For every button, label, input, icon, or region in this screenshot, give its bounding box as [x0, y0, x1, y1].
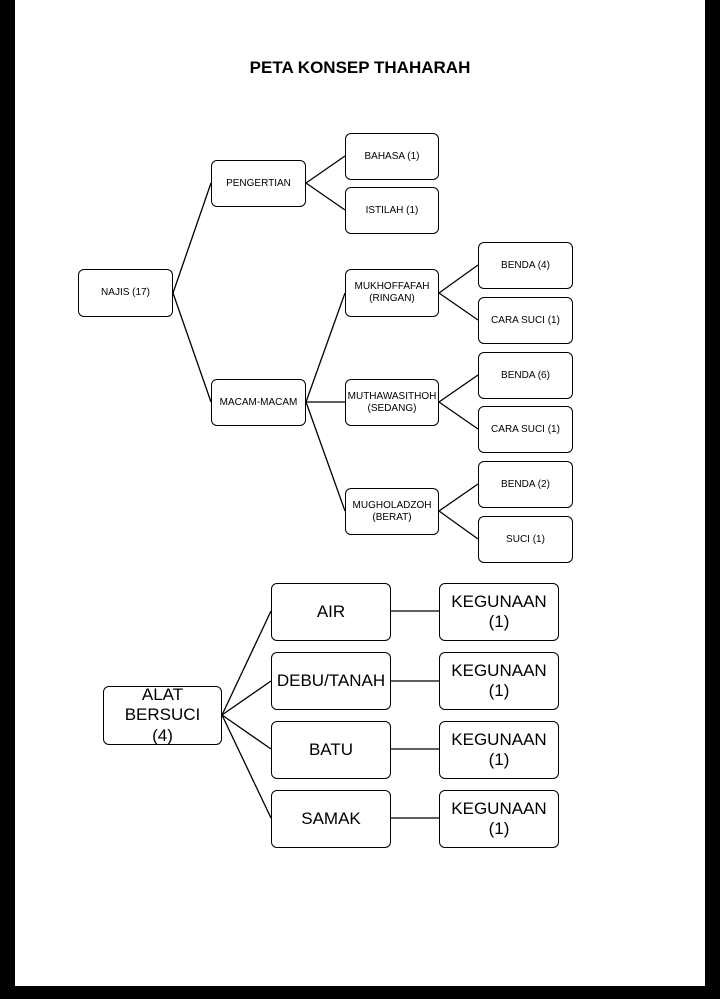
link-pengertian-istilah — [305, 182, 346, 211]
node-mugholadzoh-benda: BENDA (2) — [478, 461, 573, 508]
link-alat-batu — [221, 714, 272, 750]
node-batu: BATU — [271, 721, 391, 779]
node-mukhoffafah-benda: BENDA (4) — [478, 242, 573, 289]
node-bahasa: BAHASA (1) — [345, 133, 439, 180]
node-samak: SAMAK — [271, 790, 391, 848]
node-air: AIR — [271, 583, 391, 641]
node-mugholadzoh-suci: SUCI (1) — [478, 516, 573, 563]
node-air-kegunaan: KEGUNAAN (1) — [439, 583, 559, 641]
node-macam-macam: MACAM-MACAM — [211, 379, 306, 426]
diagram-title: PETA KONSEP THAHARAH — [249, 58, 471, 77]
node-mukhoffafah: MUKHOFFAFAH (RINGAN) — [345, 269, 439, 317]
link-macam-mukhoffafah — [305, 292, 346, 403]
link-muth-benda — [438, 374, 479, 403]
link-najis-pengertian — [172, 182, 212, 294]
link-macam-mugholadzoh — [305, 401, 346, 512]
link-mukh-benda — [438, 264, 479, 294]
node-mukhoffafah-cara-suci: CARA SUCI (1) — [478, 297, 573, 344]
link-najis-macam — [172, 292, 212, 403]
link-mugh-suci — [438, 510, 479, 540]
node-batu-kegunaan: KEGUNAAN (1) — [439, 721, 559, 779]
link-mugh-benda — [438, 483, 479, 512]
node-alat-bersuci: ALAT BERSUCI (4) — [103, 685, 222, 745]
link-pengertian-bahasa — [305, 155, 346, 184]
link-mukh-cara — [438, 292, 479, 321]
node-debu-tanah-kegunaan: KEGUNAAN (1) — [439, 652, 559, 710]
node-muthawasithoh-cara-suci: CARA SUCI (1) — [478, 406, 573, 453]
link-alat-samak — [221, 714, 272, 819]
node-mugholadzoh: MUGHOLADZOH (BERAT) — [345, 488, 439, 535]
node-muthawasithoh: MUTHAWASITHOH (SEDANG) — [345, 379, 439, 426]
node-istilah: ISTILAH (1) — [345, 187, 439, 234]
link-alat-air — [221, 610, 272, 716]
node-pengertian: PENGERTIAN — [211, 160, 306, 207]
link-alat-debu — [221, 680, 272, 716]
node-muthawasithoh-benda: BENDA (6) — [478, 352, 573, 399]
link-muth-cara — [438, 401, 479, 430]
node-najis: NAJIS (17) — [78, 269, 173, 317]
node-debu-tanah: DEBU/TANAH — [271, 652, 391, 710]
node-samak-kegunaan: KEGUNAAN (1) — [439, 790, 559, 848]
